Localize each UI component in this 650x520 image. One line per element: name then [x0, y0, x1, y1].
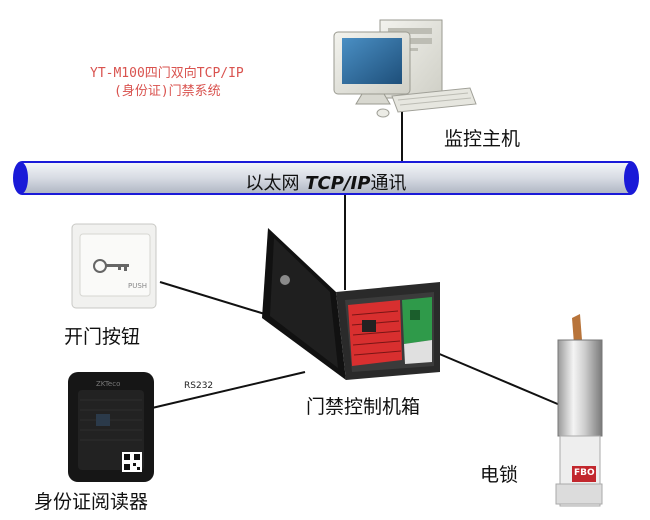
rs232-link-label: RS232	[184, 381, 214, 391]
controller-to-lock-line	[429, 349, 561, 406]
id-reader-icon	[68, 372, 154, 482]
push-button-icon	[71, 223, 157, 309]
electric-lock-icon	[555, 314, 603, 507]
bus-label-prefix: 以太网	[245, 173, 306, 194]
lock-brand-text: FBO	[574, 468, 595, 478]
id-reader-label: 身份证阅读器	[34, 491, 149, 513]
controller-cabinet-icon	[262, 228, 440, 380]
controller-label: 门禁控制机箱	[306, 396, 421, 418]
diagram-title: YT-M100四门双向TCP/IP	[90, 66, 244, 81]
reader-brand-text: ZKTeco	[96, 380, 121, 388]
bus-label: 以太网 TCP/IP通讯	[14, 162, 638, 194]
bus-label-suffix: 通讯	[370, 173, 407, 194]
button-to-controller-line	[159, 281, 269, 316]
lock-label: 电锁	[480, 464, 519, 486]
connection-lines	[151, 110, 561, 409]
reader-to-controller-line	[151, 371, 306, 409]
exit-button-label: 开门按钮	[64, 326, 141, 348]
ethernet-bus	[13, 161, 639, 195]
diagram-subtitle: (身份证)门禁系统	[114, 84, 221, 99]
computer-icon	[333, 19, 477, 118]
bus-protocol: TCP/IP	[305, 173, 371, 194]
host-label: 监控主机	[444, 128, 521, 150]
button-push-text: PUSH	[128, 282, 148, 290]
